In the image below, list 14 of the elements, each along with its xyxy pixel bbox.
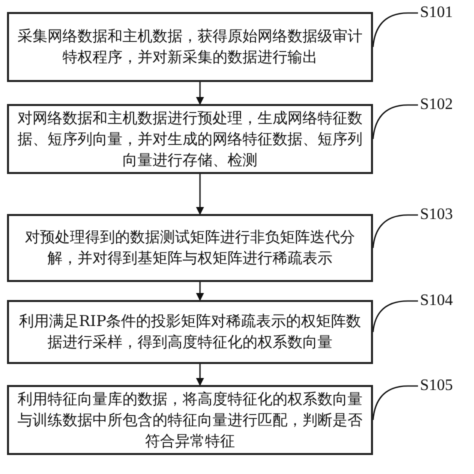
step-label: S102: [420, 96, 453, 114]
arrow: [196, 282, 204, 301]
step-label: S103: [420, 206, 453, 224]
arrow: [196, 82, 204, 105]
process-box: 采集网络数据和主机数据，获得原始网络数据级审计特权程序，并对新采集的数据进行输出: [7, 12, 373, 82]
arrow: [196, 364, 204, 386]
process-box: 对网络数据和主机数据进行预处理，生成网络特征数据、短序列向量，并对生成的网络特征数据、短序列向量进行存储、检测: [7, 104, 373, 174]
arrow: [196, 174, 204, 215]
step-label: S104: [420, 292, 453, 310]
process-box: 利用特征向量库的数据，将高度特征化的权系数向量与训练数据中所包含的特征向量进行匹配，判断是否符合异常特征: [7, 385, 373, 455]
process-box: 利用满足RIP条件的投影矩阵对稀疏表示的权矩阵数据进行采样，得到高度特征化的权系数向量: [7, 300, 373, 364]
process-box: 对预处理得到的数据测试矩阵进行非负矩阵迭代分解，并对得到基矩阵与权矩阵进行稀疏表示: [7, 214, 373, 282]
step-label: S101: [420, 4, 453, 22]
step-label: S105: [420, 377, 453, 395]
